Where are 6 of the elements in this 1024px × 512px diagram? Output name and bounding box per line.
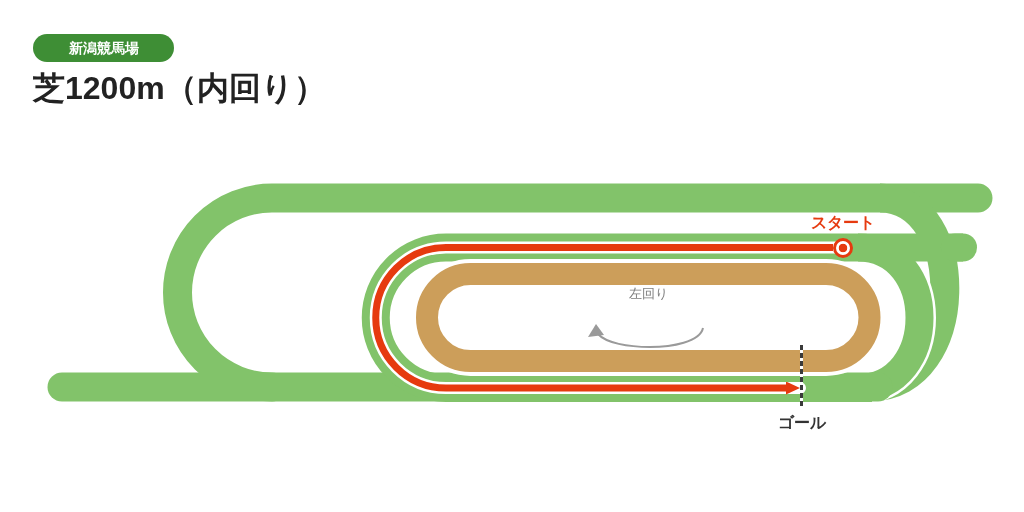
goal-label: ゴール	[777, 414, 826, 432]
venue-badge: 新潟競馬場	[33, 34, 174, 62]
route-arrow	[372, 244, 833, 395]
start-label: スタート	[811, 213, 875, 232]
course-title: 芝1200m（内回り）	[33, 69, 326, 108]
direction-label: 左回り	[628, 286, 668, 302]
